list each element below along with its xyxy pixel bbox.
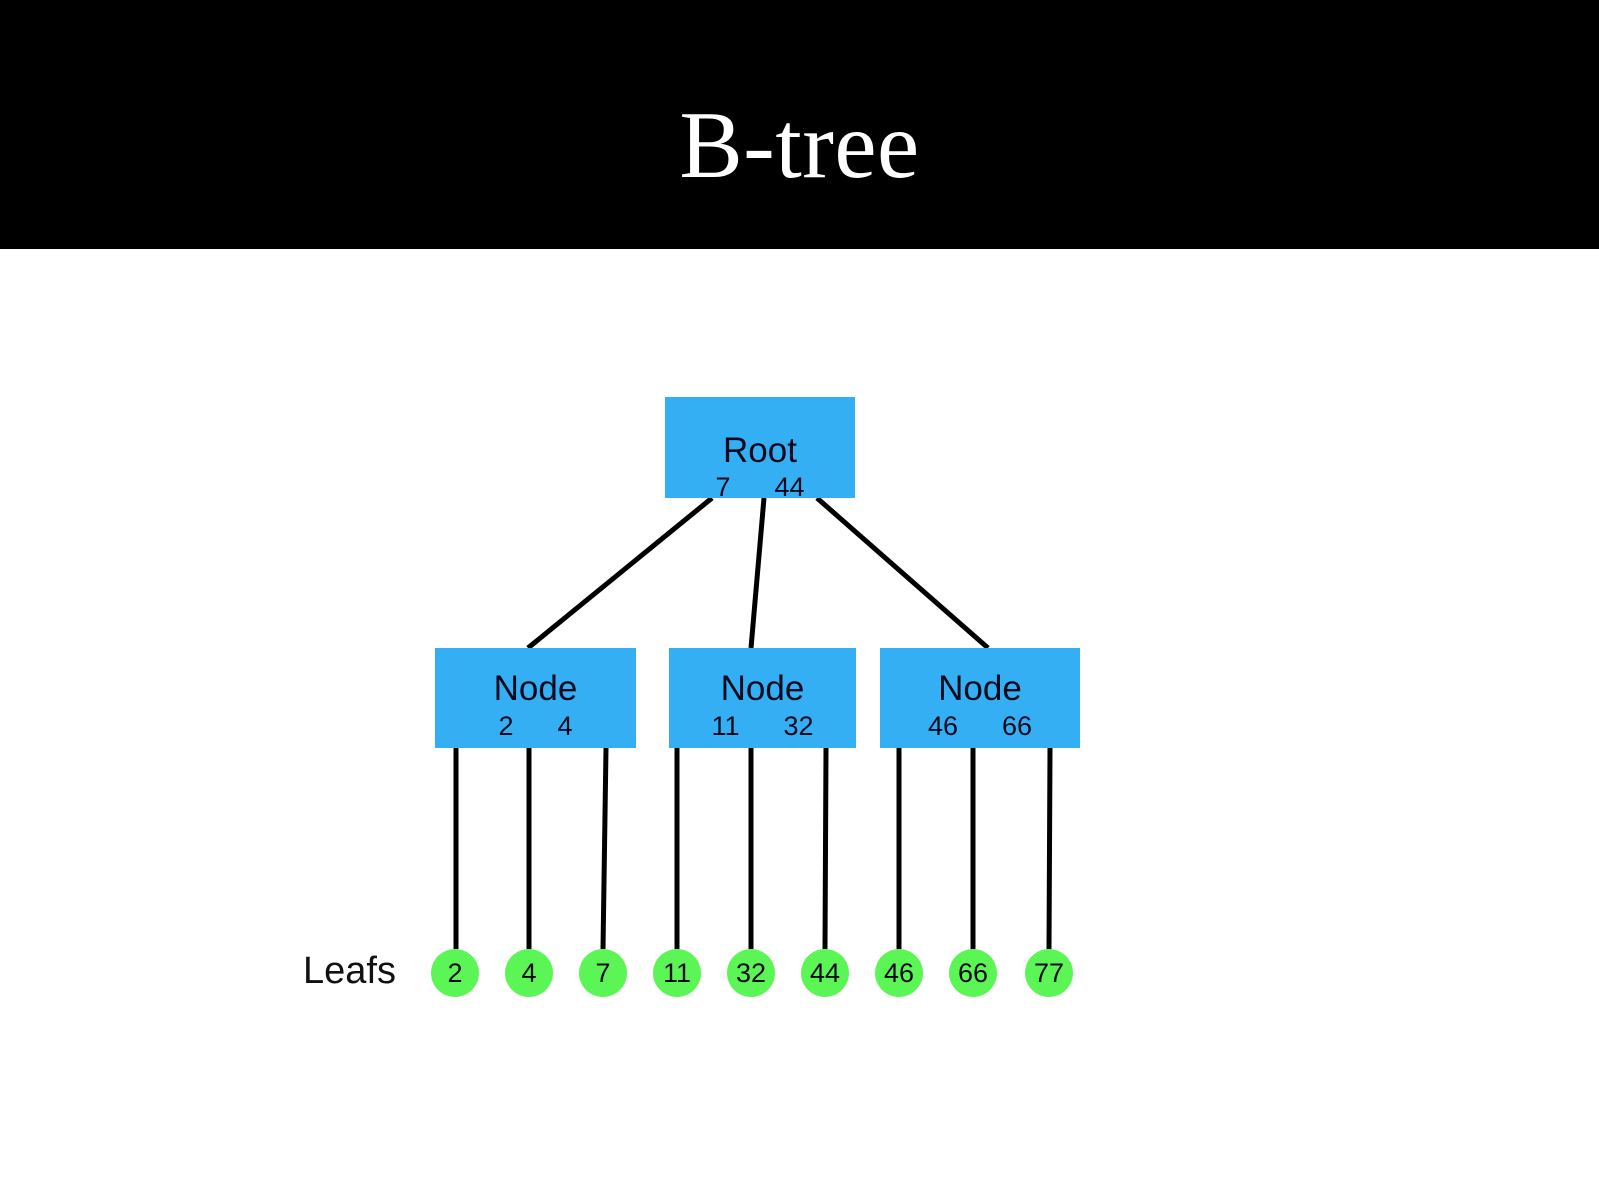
edge-root-to-node-1: [526, 496, 714, 650]
edge-root-to-node-3: [815, 496, 990, 650]
edge-node1-to-leaf-7: [600, 747, 609, 950]
root-node[interactable]: Root 7 44: [665, 397, 855, 502]
node1-key-0: 2: [498, 711, 514, 741]
edge-node2-to-leaf-44: [822, 747, 829, 950]
edge-node3-to-leaf-77: [1046, 747, 1053, 950]
node2-key-0: 11: [711, 711, 740, 741]
leaf-node-9[interactable]: 77: [1025, 949, 1073, 997]
internal-node-3[interactable]: Node 46 66: [880, 648, 1080, 748]
leaf-node-2[interactable]: 4: [505, 949, 553, 997]
internal-node-2-label: Node: [720, 669, 805, 708]
edge-root-to-node-2: [748, 497, 767, 649]
title-bar: B-tree: [0, 0, 1599, 249]
internal-node-2[interactable]: Node 11 32: [669, 648, 856, 748]
tree-edges: [453, 496, 1053, 950]
leaf-node-8[interactable]: 66: [949, 949, 997, 997]
root-key-0: 7: [715, 472, 731, 502]
leaf-node-4[interactable]: 11: [653, 949, 701, 997]
leaf-node-7[interactable]: 46: [875, 949, 923, 997]
leaf-node-6[interactable]: 44: [801, 949, 849, 997]
internal-node-3-keys: 46 66: [880, 712, 1080, 741]
node1-key-1: 4: [557, 711, 573, 741]
leaf-node-1[interactable]: 2: [431, 949, 479, 997]
internal-node-3-label: Node: [938, 669, 1022, 708]
node3-key-0: 46: [927, 711, 958, 741]
page-title: B-tree: [679, 92, 920, 198]
internal-node-2-keys: 11 32: [669, 712, 856, 741]
root-node-label: Root: [723, 431, 797, 470]
leafs-row-label: Leafs: [303, 950, 396, 992]
leaf-node-5[interactable]: 32: [727, 949, 775, 997]
root-node-keys: 7 44: [665, 473, 855, 502]
node3-key-1: 66: [1002, 711, 1033, 741]
node2-key-1: 32: [783, 711, 814, 741]
leaf-node-3[interactable]: 7: [579, 949, 627, 997]
internal-node-1-label: Node: [493, 669, 578, 708]
root-key-1: 44: [774, 472, 805, 502]
